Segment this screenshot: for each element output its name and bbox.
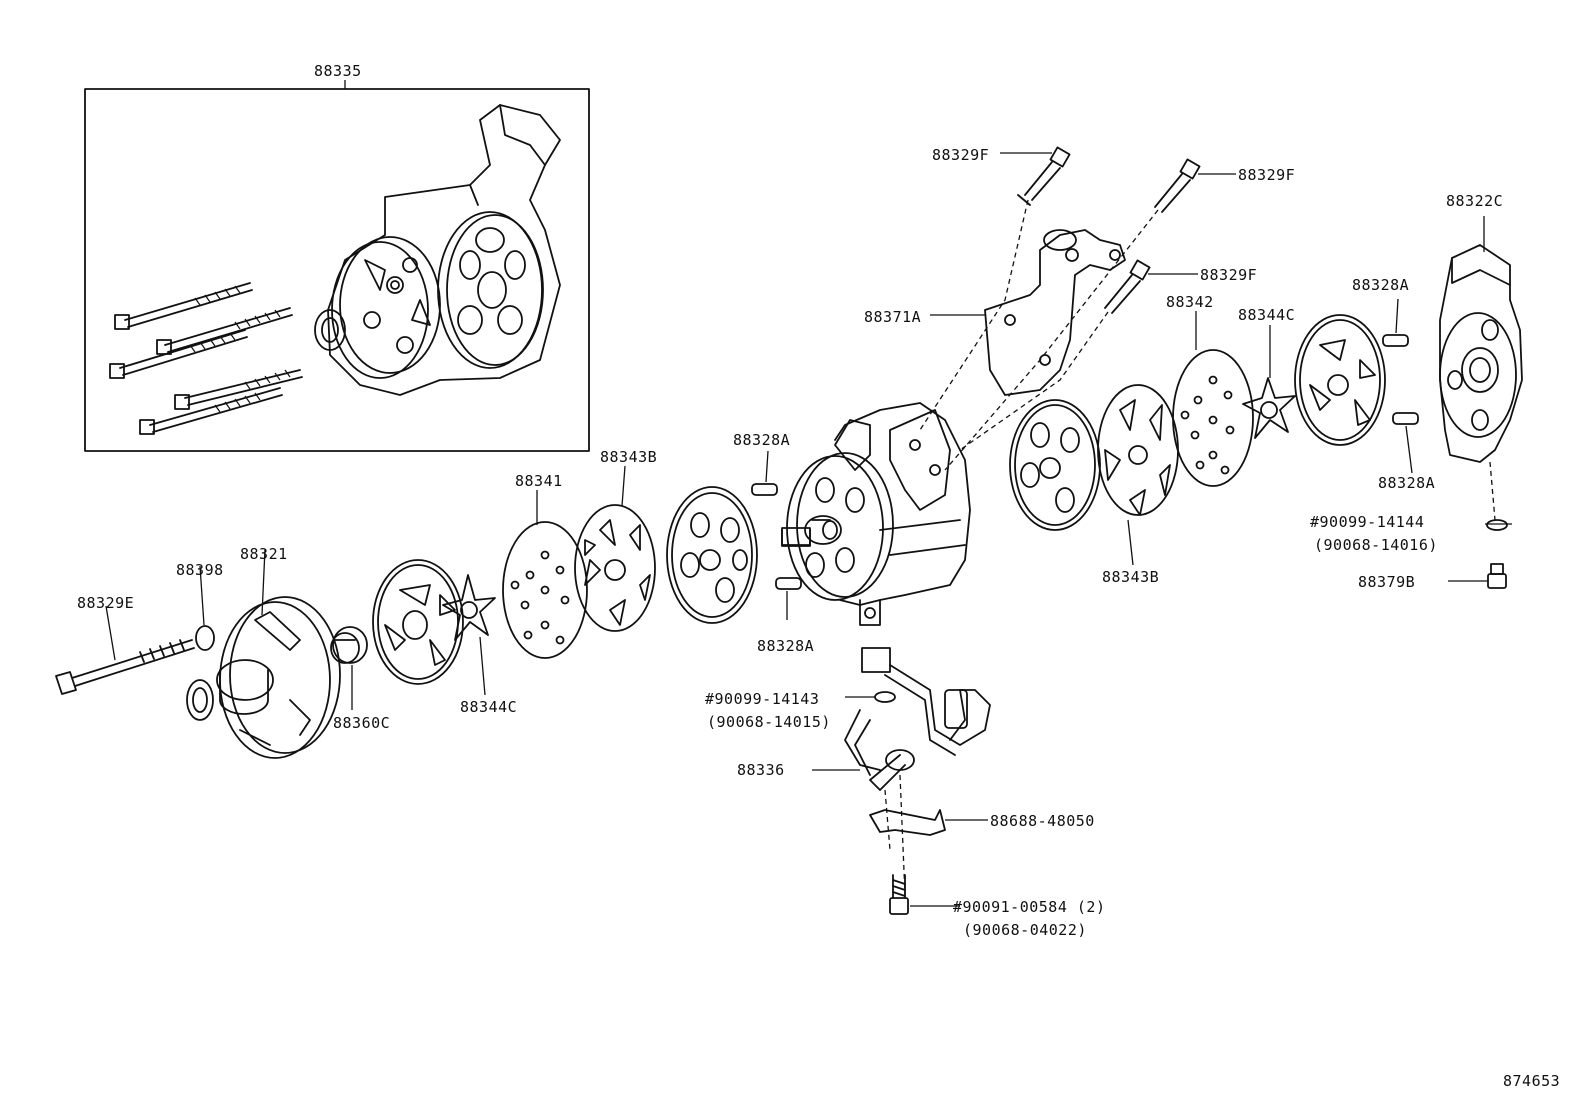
- reed-valve-88343B-left: [574, 504, 656, 632]
- label-88398: 88398: [176, 561, 224, 579]
- label-88360C: 88360C: [333, 714, 391, 732]
- valve-plate-center: [666, 486, 758, 624]
- label-88328A-right-upper: 88328A: [1352, 276, 1410, 294]
- label-88329F-a: 88329F: [932, 146, 990, 164]
- bolt-90091-00584: [889, 874, 909, 915]
- clip-88688-48050: [869, 809, 946, 836]
- washer-88398: [195, 625, 215, 651]
- label-90091-00584: #90091-00584 (2): [953, 898, 1106, 916]
- bolt-88329F-b: [1154, 158, 1201, 213]
- reed-star-88344C-left: [442, 574, 496, 641]
- label-88371A: 88371A: [864, 308, 922, 326]
- label-88335: 88335: [314, 62, 362, 80]
- label-88321: 88321: [240, 545, 288, 563]
- label-88328A-center-lower: 88328A: [757, 637, 815, 655]
- label-88344C-left: 88344C: [460, 698, 518, 716]
- switch-harness-88336: [844, 647, 991, 791]
- inset-assembly-88335: [84, 80, 590, 452]
- pin-88328A-right-upper: [1382, 334, 1409, 347]
- label-88343B-right: 88343B: [1102, 568, 1160, 586]
- reed-valve-88343B-right: [1097, 384, 1179, 516]
- o-ring-90099-14143: [874, 691, 896, 703]
- label-88379B: 88379B: [1358, 573, 1416, 591]
- label-90099-14143: #90099-14143: [705, 690, 820, 708]
- label-88342: 88342: [1166, 293, 1214, 311]
- label-90099-14144: #90099-14144: [1310, 513, 1425, 531]
- label-88322C: 88322C: [1446, 192, 1504, 210]
- bolt-88329F-a: [1017, 146, 1071, 206]
- label-88328A-center-upper: 88328A: [733, 431, 791, 449]
- bolt-88329E: [55, 639, 195, 695]
- bushing-88360C: [330, 626, 368, 664]
- gasket-88341: [502, 521, 588, 659]
- label-88688-48050: 88688-48050: [990, 812, 1095, 830]
- label-88336: 88336: [737, 761, 785, 779]
- pin-88328A-center-upper: [751, 483, 778, 496]
- front-housing-88321: [216, 596, 341, 759]
- pin-88328A-right-lower: [1392, 412, 1419, 425]
- label-90068-04022: (90068-04022): [963, 921, 1087, 939]
- label-88341: 88341: [515, 472, 563, 490]
- reed-star-88344C-right: [1242, 377, 1296, 439]
- label-90068-14015: (90068-14015): [707, 713, 831, 731]
- gasket-88342: [1172, 349, 1254, 487]
- label-88329F-b: 88329F: [1238, 166, 1296, 184]
- plug-88379B: [1487, 563, 1507, 589]
- o-ring-90099-14144: [1486, 519, 1508, 531]
- alignment-lines-bracket: [919, 199, 1159, 471]
- label-88328A-right-lower: 88328A: [1378, 474, 1436, 492]
- rear-cylinder-plate: [1294, 314, 1386, 446]
- bolt-88329F-c: [1104, 259, 1151, 314]
- label-90068-14016: (90068-14016): [1314, 536, 1438, 554]
- label-88329F-c: 88329F: [1200, 266, 1258, 284]
- bracket-88371A: [984, 229, 1126, 396]
- label-88329E: 88329E: [77, 594, 135, 612]
- pin-88328A-center-lower: [775, 577, 802, 590]
- label-88344C-right: 88344C: [1238, 306, 1296, 324]
- valve-plate-right: [1009, 399, 1101, 531]
- figure-number: 874653: [1503, 1072, 1561, 1090]
- seal-ring: [186, 679, 214, 721]
- rear-housing-88322C: [1439, 244, 1523, 463]
- label-88343B-left: 88343B: [600, 448, 658, 466]
- valve-plate-left: [372, 559, 464, 685]
- compressor-body: [781, 402, 971, 626]
